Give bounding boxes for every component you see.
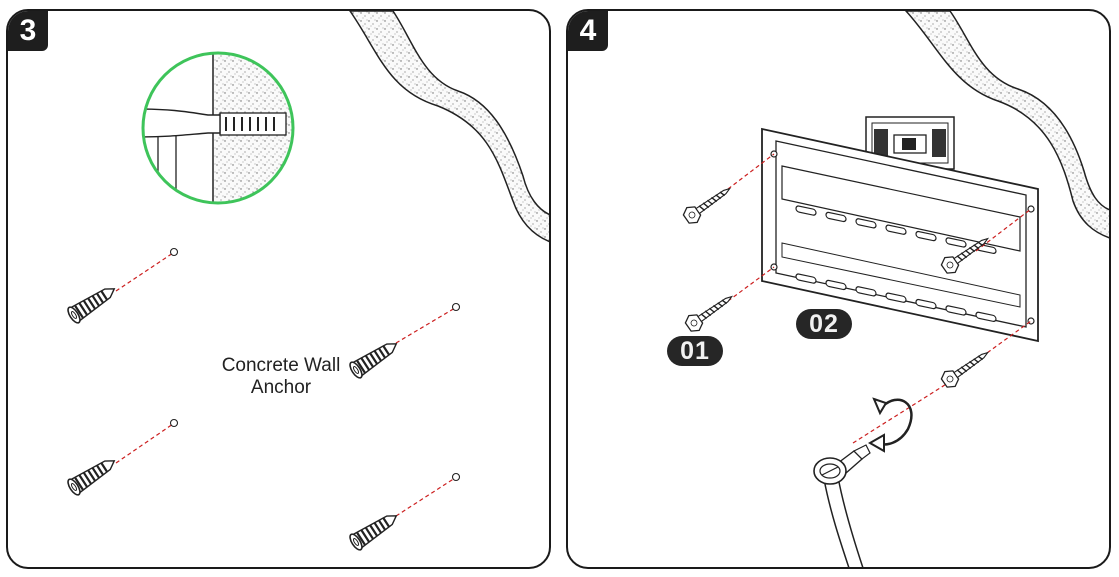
wall-anchor-icon: [64, 280, 121, 326]
concrete-wall-icon: [904, 11, 1109, 239]
step-4-illustration: [680, 11, 1109, 567]
anchor-label-line-1: Concrete Wall: [221, 355, 341, 376]
concrete-wall-icon: [349, 11, 549, 243]
rotate-arrow-icon: [867, 397, 913, 453]
part-label-02: 02: [796, 309, 852, 339]
step-4-panel: 4: [566, 9, 1111, 569]
step-number-badge: 3: [8, 11, 48, 51]
lag-bolt-icon: [680, 180, 736, 228]
mounting-bracket-icon: [761, 127, 1039, 343]
wall-anchor-icon: [346, 507, 403, 553]
step-3-illustration: [64, 11, 549, 553]
lag-bolt-icon: [682, 288, 738, 336]
wall-anchor-icon: [64, 452, 121, 498]
wall-anchor-icon: [346, 335, 403, 381]
step-number-badge: 4: [568, 11, 608, 51]
socket-wrench-icon: [813, 444, 871, 567]
lag-bolt-icon: [938, 344, 994, 392]
anchor-label: Concrete Wall Anchor: [216, 355, 346, 399]
anchor-detail-callout: [143, 53, 293, 203]
anchor-label-line-2: Anchor: [250, 377, 312, 398]
step-3-panel: 3: [6, 9, 551, 569]
part-label-01: 01: [667, 336, 723, 366]
